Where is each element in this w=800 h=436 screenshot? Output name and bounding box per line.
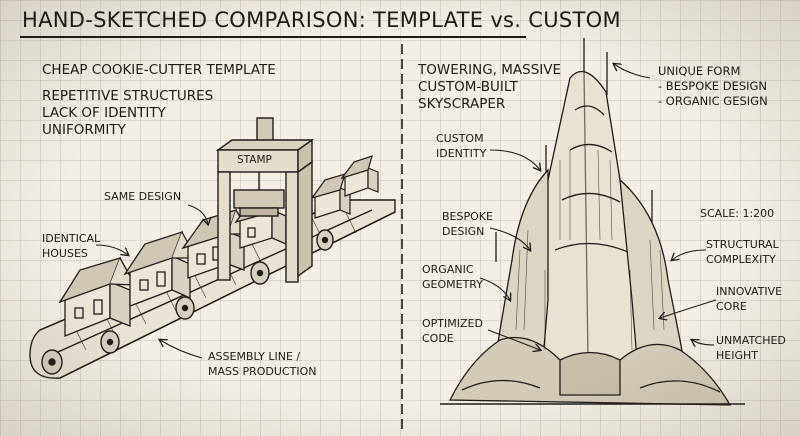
- arrow-organic-geometry: [479, 277, 510, 300]
- left-traits: REPETITIVE STRUCTURES LACK OF IDENTITY U…: [42, 88, 214, 138]
- label-bespoke-design: BESPOKE DESIGN: [442, 210, 493, 238]
- arrow-identical-houses: [95, 244, 128, 255]
- label-optimized-code: OPTIMIZED CODE: [422, 317, 483, 345]
- right-heading: TOWERING, MASSIVE CUSTOM-BUILT SKYSCRAPE…: [418, 62, 562, 112]
- house-1: [58, 256, 137, 337]
- label-innovative-core: INNOVATIVE CORE: [716, 285, 783, 313]
- label-structural-complexity: STRUCTURAL COMPLEXITY: [706, 238, 779, 266]
- arrow-unmatched-height: [692, 340, 715, 345]
- label-scale: SCALE: 1:200: [700, 207, 775, 220]
- house-exit-1: [310, 173, 351, 219]
- title-underline: [20, 36, 526, 38]
- arrow-same-design: [187, 204, 208, 224]
- arrow-structural-complexity: [672, 249, 707, 260]
- arrow-bespoke-design: [489, 227, 530, 250]
- house-exit-2: [340, 155, 379, 197]
- stamp-press: [215, 117, 315, 283]
- arrow-assembly-line: [160, 340, 203, 359]
- skyscraper: [440, 38, 745, 406]
- stamp-label: STAMP: [237, 154, 272, 166]
- label-organic-geometry: ORGANIC GEOMETRY: [422, 263, 483, 291]
- label-identical-houses: IDENTICAL HOUSES: [42, 232, 101, 260]
- left-heading: CHEAP COOKIE-CUTTER TEMPLATE: [42, 62, 276, 78]
- label-custom-identity: CUSTOM IDENTITY: [436, 132, 487, 160]
- arrow-optimized-code: [487, 329, 540, 350]
- page-title: HAND-SKETCHED COMPARISON: TEMPLATE vs. C…: [22, 8, 621, 32]
- label-unmatched-height: UNMATCHED HEIGHT: [716, 334, 786, 362]
- label-assembly-line: ASSEMBLY LINE / MASS PRODUCTION: [208, 350, 317, 378]
- annotation-arrows: [95, 64, 717, 359]
- arrow-unique-form: [614, 64, 651, 79]
- house-2: [123, 230, 198, 307]
- arrow-innovative-core: [660, 299, 717, 318]
- label-unique-form: UNIQUE FORM - BESPOKE DESIGN - ORGANIC G…: [658, 64, 768, 108]
- arrow-custom-identity: [489, 149, 540, 170]
- label-same-design: SAME DESIGN: [104, 190, 182, 203]
